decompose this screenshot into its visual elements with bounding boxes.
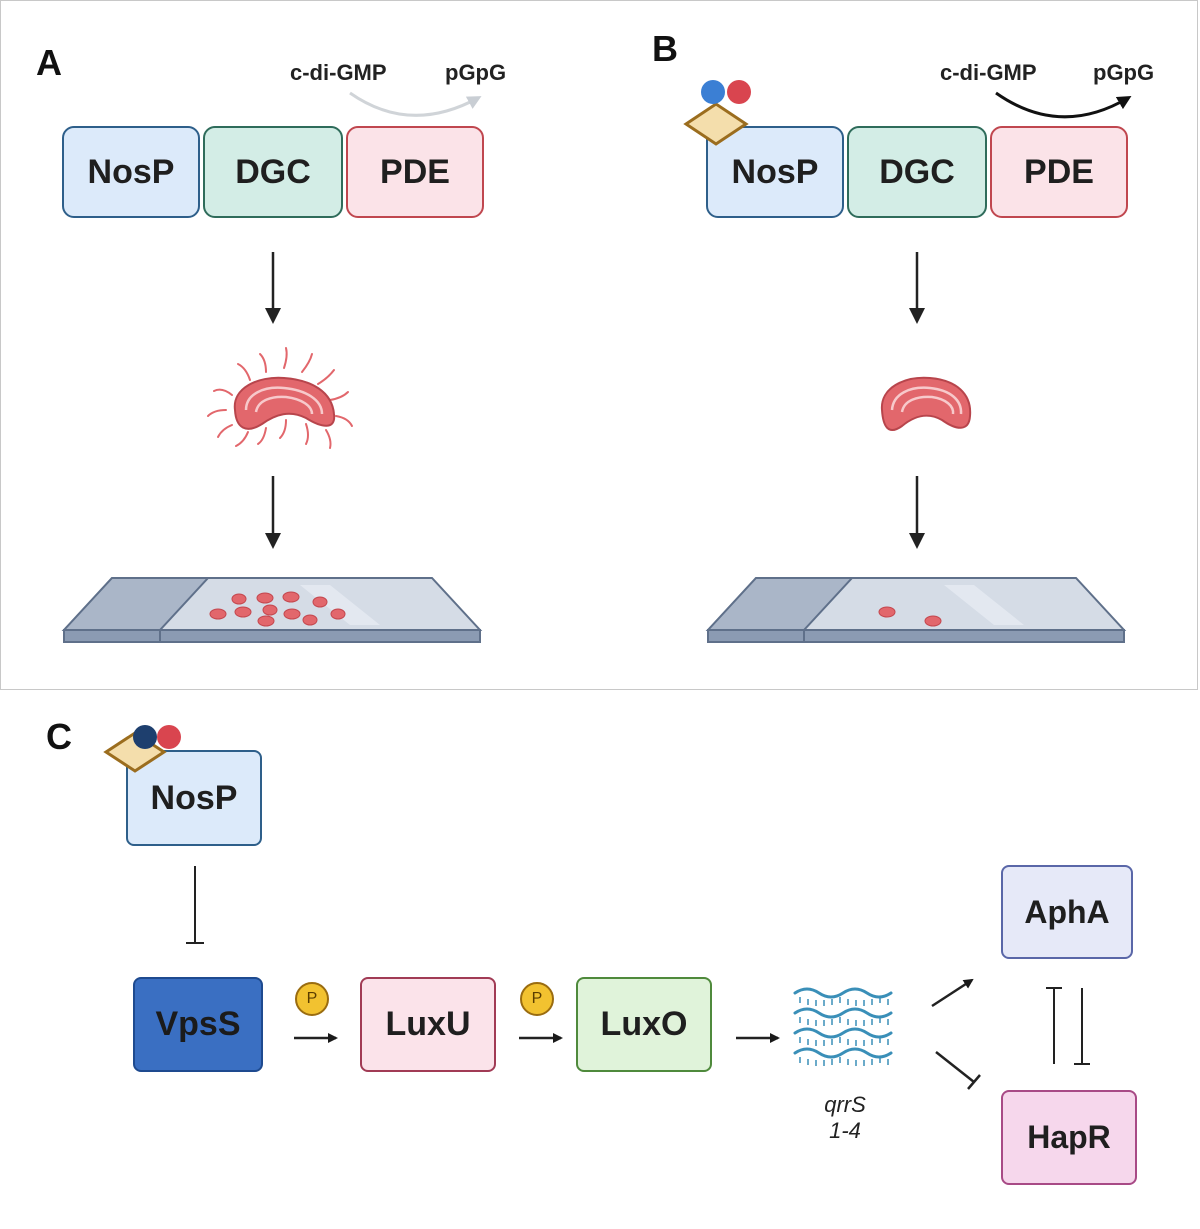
phosphate-badge-1: P [295, 982, 329, 1016]
panel-b-substrate-label: c-di-GMP [940, 60, 1037, 85]
panel-b-heme-ligand-icon [683, 80, 751, 146]
panel-a-nosp-domain: NosP [62, 126, 200, 218]
qrrs-rna-icon [793, 987, 893, 1059]
panel-label-a: A [36, 42, 62, 83]
panel-b-reaction-arrow [995, 91, 1132, 119]
panel-ab-frame [0, 0, 1198, 690]
panel-label-c: C [46, 716, 72, 757]
panel-c-heme-ligand-icon [103, 725, 181, 773]
qrrs-inhibits-hapr-line [935, 1051, 975, 1083]
luxo-box: LuxO [576, 977, 712, 1072]
luxu-box: LuxU [360, 977, 496, 1072]
panel-b-dgc-domain: DGC [847, 126, 987, 218]
panel-c-nosp-box: NosP [126, 750, 262, 846]
panel-b-product-label: pGpG [1093, 60, 1155, 85]
panel-a-biofilm-colonies [209, 591, 346, 627]
panel-b-nosp-domain: NosP [706, 126, 844, 218]
panel-a-dgc-domain: DGC [203, 126, 343, 218]
panel-b-bacterium-icon [880, 376, 972, 431]
panel-a-piliated-bacterium-icon [207, 347, 353, 449]
panel-b-microscope-slide [705, 577, 1127, 643]
qrrs-label: qrrS 1-4 [810, 1092, 880, 1144]
panel-a-product-label: pGpG [445, 60, 507, 85]
apha-box: AphA [1001, 865, 1133, 959]
panel-a-microscope-slide [61, 577, 483, 643]
phosphate-badge-2: P [520, 982, 554, 1016]
panel-b-biofilm-colonies [878, 606, 942, 627]
vpss-box: VpsS [133, 977, 263, 1072]
qrrs-name: qrrS [824, 1092, 866, 1117]
panel-label-b: B [652, 28, 678, 69]
qrrs-range: 1-4 [829, 1118, 861, 1143]
panel-a-reaction-arrow [349, 91, 482, 117]
qrrs-activates-apha-arrow [931, 978, 974, 1008]
panel-a-substrate-label: c-di-GMP [290, 60, 387, 85]
panel-b-pde-domain: PDE [990, 126, 1128, 218]
qrrs-rna-ticks [799, 997, 889, 1066]
qrrs-inhibits-hapr-bar [967, 1074, 981, 1090]
panel-a-pde-domain: PDE [346, 126, 484, 218]
hapr-box: HapR [1001, 1090, 1137, 1185]
